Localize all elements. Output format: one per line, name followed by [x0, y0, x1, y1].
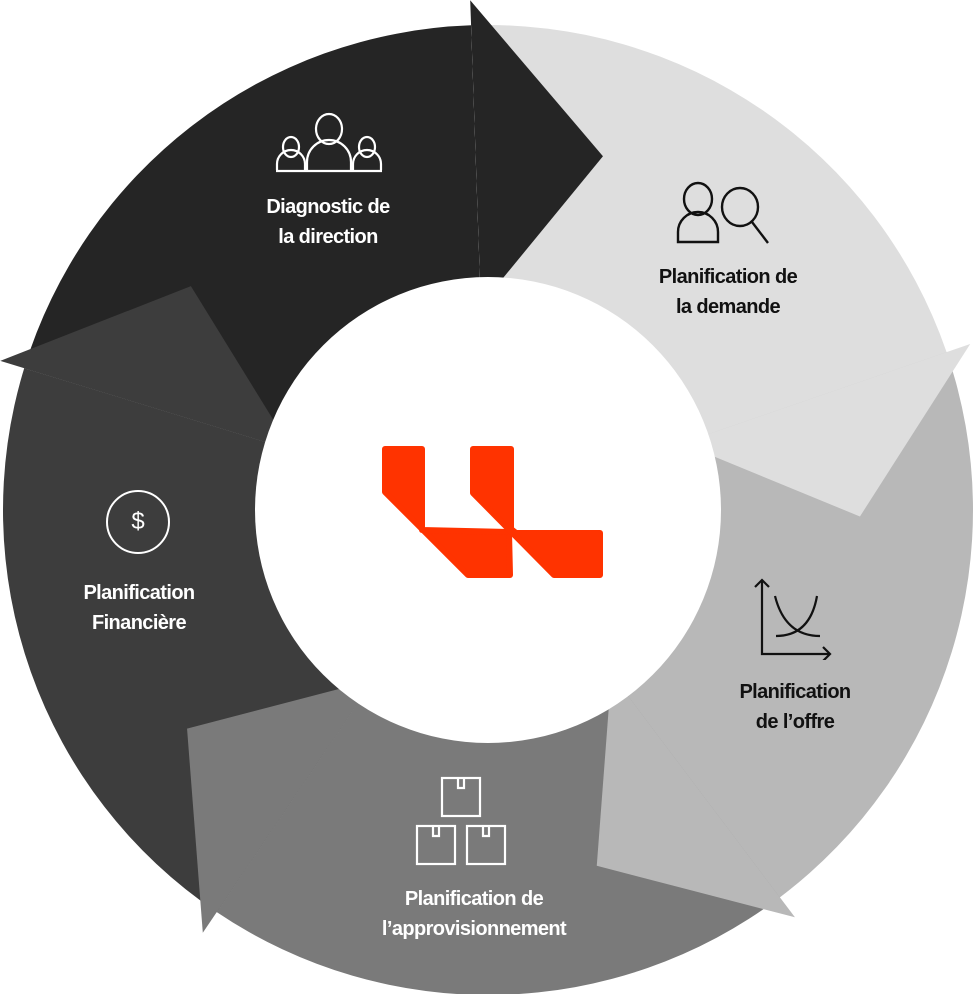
segment-offre	[626, 352, 974, 898]
label-line: la demande	[675, 296, 781, 318]
arrowhead-diagnostic	[470, 0, 603, 306]
boxes-icon	[415, 776, 507, 866]
segment-demande	[471, 24, 947, 436]
label-line: la direction	[278, 226, 378, 248]
label-line: Planification de	[404, 888, 544, 910]
logo-left-shape	[382, 446, 513, 578]
label-line: Planification	[83, 582, 195, 604]
brand-logo	[382, 446, 603, 578]
supply-demand-chart-icon	[754, 578, 832, 660]
label-offre: Planification de l’offre	[739, 677, 851, 737]
label-line: Planification de	[658, 266, 798, 288]
dollar-circle-icon: $	[106, 490, 170, 554]
label-line: Financière	[91, 612, 187, 634]
people-group-icon	[275, 112, 383, 173]
dollar-symbol: $	[131, 508, 145, 535]
logo-right-shape	[470, 446, 603, 578]
arrowhead-demande	[681, 343, 971, 517]
label-line: Diagnostic de	[266, 196, 390, 218]
label-line: Planification	[739, 681, 851, 703]
label-line: de l’offre	[755, 711, 835, 733]
person-search-icon	[676, 181, 769, 244]
arrowhead-financiere	[0, 286, 292, 451]
label-diagnostic: Diagnostic de la direction	[266, 192, 390, 252]
arrowhead-offre	[596, 673, 795, 918]
label-demande: Planification de la demande	[658, 262, 798, 322]
label-approvisionnement: Planification de l’approvisionnement	[381, 884, 567, 944]
label-financiere: Planification Financière	[83, 578, 195, 638]
label-line: l’approvisionnement	[381, 918, 567, 940]
arrowhead-approvisionnement	[187, 679, 374, 933]
